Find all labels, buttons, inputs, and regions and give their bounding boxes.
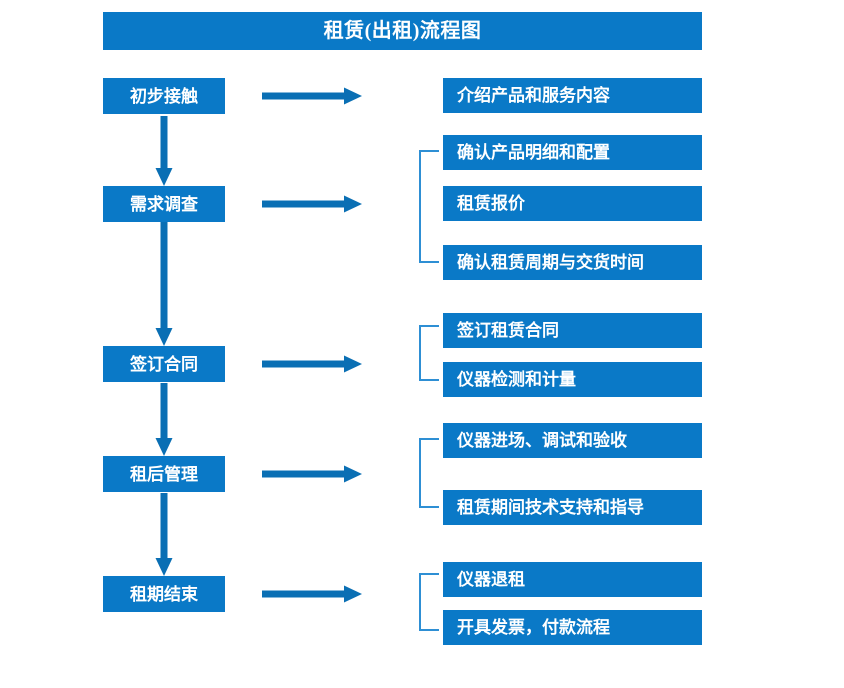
detail-box-8[interactable]: 租赁期间技术支持和指导 — [443, 490, 702, 525]
branch-arrow-right-5 — [262, 585, 362, 603]
flow-arrow-down-4 — [155, 493, 173, 576]
branch-arrow-right-1 — [262, 87, 362, 105]
detail-label-5: 签订租赁合同 — [457, 321, 559, 340]
detail-box-6[interactable]: 仪器检测和计量 — [443, 362, 702, 397]
detail-box-10[interactable]: 开具发票，付款流程 — [443, 610, 702, 645]
detail-box-2[interactable]: 确认产品明细和配置 — [443, 135, 702, 170]
detail-box-3[interactable]: 租赁报价 — [443, 186, 702, 221]
group-bracket-2 — [418, 150, 440, 263]
detail-box-7[interactable]: 仪器进场、调试和验收 — [443, 423, 702, 458]
stage-label-3: 签订合同 — [130, 354, 198, 374]
stage-label-4: 租后管理 — [130, 464, 198, 484]
diagram-title-bar: 租赁(出租)流程图 — [103, 12, 702, 50]
detail-label-7: 仪器进场、调试和验收 — [457, 431, 627, 450]
detail-box-5[interactable]: 签订租赁合同 — [443, 313, 702, 348]
stage-label-1: 初步接触 — [130, 86, 198, 106]
diagram-title: 租赁(出租)流程图 — [323, 20, 482, 42]
stage-label-5: 租期结束 — [130, 584, 198, 604]
flow-arrow-down-3 — [155, 383, 173, 456]
stage-label-2: 需求调查 — [130, 194, 198, 214]
flow-arrow-down-1 — [155, 116, 173, 186]
group-bracket-5 — [418, 573, 440, 631]
detail-box-4[interactable]: 确认租赁周期与交货时间 — [443, 245, 702, 280]
detail-label-2: 确认产品明细和配置 — [457, 143, 610, 162]
detail-label-6: 仪器检测和计量 — [457, 370, 576, 389]
detail-label-3: 租赁报价 — [457, 194, 525, 213]
detail-box-9[interactable]: 仪器退租 — [443, 562, 702, 597]
group-bracket-3 — [418, 325, 440, 381]
branch-arrow-right-3 — [262, 355, 362, 373]
detail-label-8: 租赁期间技术支持和指导 — [457, 498, 644, 517]
stage-box-3[interactable]: 签订合同 — [103, 346, 225, 382]
stage-box-1[interactable]: 初步接触 — [103, 78, 225, 114]
detail-label-10: 开具发票，付款流程 — [457, 618, 610, 637]
detail-label-9: 仪器退租 — [457, 570, 525, 589]
branch-arrow-right-2 — [262, 195, 362, 213]
stage-box-5[interactable]: 租期结束 — [103, 576, 225, 612]
branch-arrow-right-4 — [262, 465, 362, 483]
group-bracket-4 — [418, 438, 440, 508]
detail-box-1[interactable]: 介绍产品和服务内容 — [443, 78, 702, 113]
stage-box-2[interactable]: 需求调查 — [103, 186, 225, 222]
detail-label-4: 确认租赁周期与交货时间 — [457, 253, 644, 272]
detail-label-1: 介绍产品和服务内容 — [457, 86, 610, 105]
flow-arrow-down-2 — [155, 222, 173, 346]
stage-box-4[interactable]: 租后管理 — [103, 456, 225, 492]
